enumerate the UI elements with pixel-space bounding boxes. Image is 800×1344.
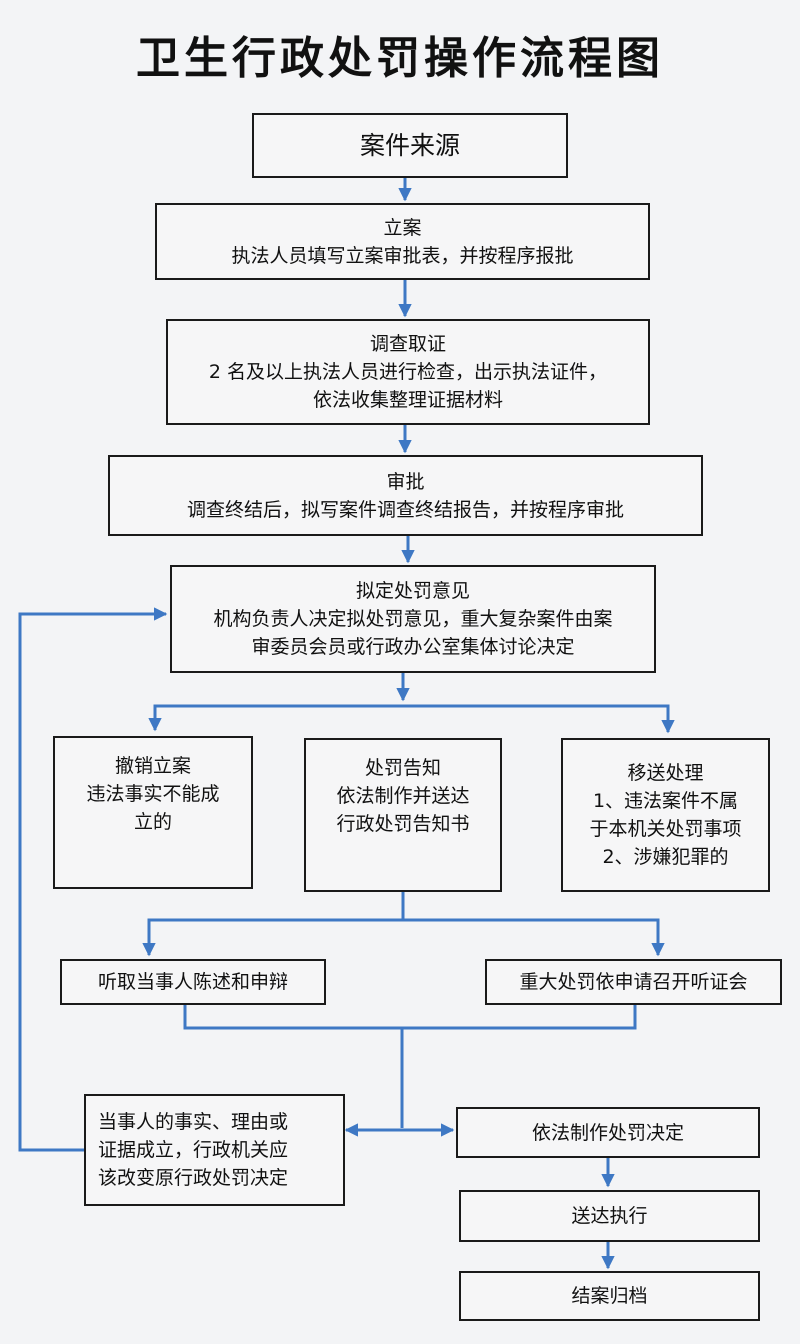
approval-title: 审批 (386, 470, 425, 493)
statement-title: 听取当事人陈述和申辩 (97, 971, 288, 993)
investigation-line-1: 2 名及以上执法人员进行检查，出示执法证件， (208, 361, 608, 383)
source-box: 案件来源 (252, 113, 568, 178)
change-decision-box: 当事人的事实、理由或 证据成立，行政机关应 该改变原行政处罚决定 (84, 1094, 345, 1206)
hearing-title: 重大处罚依申请召开听证会 (519, 971, 748, 993)
notice-box: 处罚告知 依法制作并送达 行政处罚告知书 (304, 738, 502, 892)
penalty-opinion-line-1: 机构负责人决定拟处罚意见，重大复杂案件由案 (213, 608, 613, 630)
filing-title: 立案 (383, 216, 422, 239)
change-line-3: 该改变原行政处罚决定 (98, 1167, 289, 1189)
change-line-1: 当事人的事实、理由或 (98, 1111, 289, 1133)
revoke-line-2: 立的 (133, 811, 172, 833)
archive-title: 结案归档 (571, 1285, 648, 1307)
hearing-box: 重大处罚依申请召开听证会 (485, 959, 782, 1005)
transfer-box: 移送处理 1、违法案件不属 于本机关处罚事项 2、涉嫌犯罪的 (561, 738, 770, 892)
branch-line-to-transfer (403, 704, 675, 734)
transfer-line-1: 1、违法案件不属 (592, 790, 739, 812)
statement-box: 听取当事人陈述和申辩 (60, 959, 326, 1005)
transfer-title: 移送处理 (627, 762, 704, 784)
branch-line-to-statement (142, 918, 403, 957)
investigation-box: 调查取证 2 名及以上执法人员进行检查，出示执法证件， 依法收集整理证据材料 (166, 319, 650, 425)
feedback-loop (18, 607, 168, 1152)
filing-desc: 执法人员填写立案审批表，并按程序报批 (231, 244, 574, 267)
branch-line-to-revoke (148, 704, 403, 732)
filing-box: 立案 执法人员填写立案审批表，并按程序报批 (155, 203, 650, 280)
transfer-line-2: 于本机关处罚事项 (589, 818, 742, 840)
investigation-title: 调查取证 (369, 333, 446, 355)
merge-line (183, 1005, 637, 1030)
penalty-opinion-line-2: 审委员会员或行政办公室集体讨论决定 (251, 636, 575, 658)
notice-line-2: 行政处罚告知书 (336, 813, 470, 835)
change-line-2: 证据成立，行政机关应 (98, 1139, 289, 1161)
transfer-line-3: 2、涉嫌犯罪的 (602, 846, 729, 868)
source-title: 案件来源 (359, 130, 460, 160)
decision-box: 依法制作处罚决定 (456, 1107, 760, 1158)
penalty-opinion-box: 拟定处罚意见 机构负责人决定拟处罚意见，重大复杂案件由案 审委员会员或行政办公室… (170, 565, 656, 673)
approval-box: 审批 调查终结后，拟写案件调查终结报告，并按程序审批 (108, 455, 703, 536)
notice-line-1: 依法制作并送达 (336, 785, 470, 807)
revoke-box: 撤销立案 违法事实不能成 立的 (53, 736, 253, 889)
delivery-box: 送达执行 (459, 1190, 760, 1242)
approval-desc: 调查终结后，拟写案件调查终结报告，并按程序审批 (186, 498, 624, 521)
page-title: 卫生行政处罚操作流程图 (136, 33, 664, 84)
notice-title: 处罚告知 (364, 757, 441, 779)
delivery-title: 送达执行 (571, 1205, 648, 1227)
revoke-line-1: 违法事实不能成 (86, 783, 220, 805)
investigation-line-2: 依法收集整理证据材料 (312, 389, 503, 411)
revoke-title: 撤销立案 (114, 755, 191, 777)
penalty-opinion-title: 拟定处罚意见 (355, 580, 470, 602)
branch-line-to-hearing (403, 918, 665, 957)
archive-box: 结案归档 (459, 1271, 760, 1321)
decision-title: 依法制作处罚决定 (531, 1121, 684, 1144)
